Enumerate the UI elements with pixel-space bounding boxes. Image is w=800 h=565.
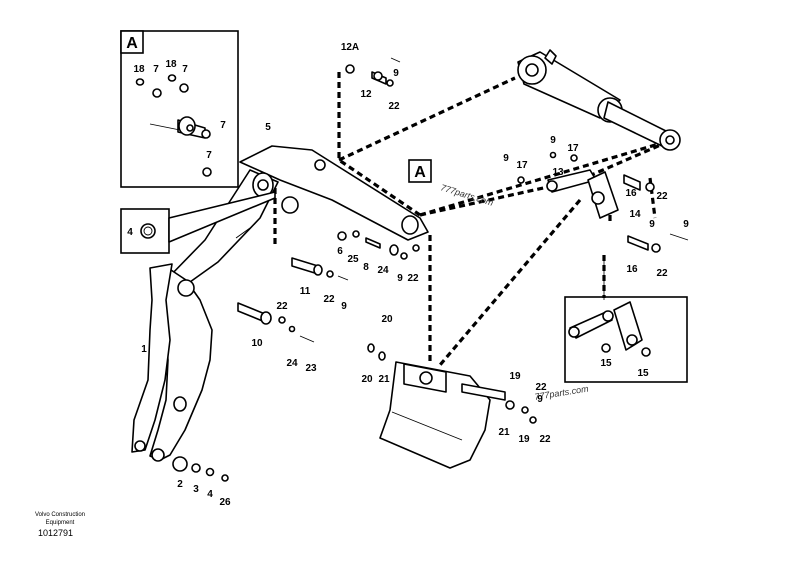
label-7b: 7 bbox=[182, 64, 188, 75]
inset-a: A 18 7 18 7 7 7 bbox=[120, 30, 239, 188]
label-24b: 24 bbox=[286, 358, 298, 369]
label-16b: 16 bbox=[626, 264, 638, 275]
label-9e: 9 bbox=[683, 219, 689, 230]
watermark-top: 777parts.com bbox=[439, 182, 495, 208]
label-15a: 15 bbox=[600, 358, 612, 369]
label-20a: 20 bbox=[381, 314, 393, 325]
label-5: 5 bbox=[265, 122, 271, 133]
document-number: 1012791 bbox=[38, 528, 74, 538]
label-26: 26 bbox=[219, 497, 231, 508]
label-17a: 17 bbox=[516, 160, 528, 171]
label-21a: 21 bbox=[378, 374, 390, 385]
inset-a-label: A bbox=[126, 35, 138, 52]
connection-lines bbox=[183, 72, 673, 367]
label-9f: 9 bbox=[397, 273, 403, 284]
label-22f: 22 bbox=[276, 301, 288, 312]
inset-link bbox=[564, 255, 688, 383]
bucket bbox=[367, 343, 537, 469]
hydraulic-cylinder bbox=[517, 49, 681, 151]
label-9d: 9 bbox=[649, 219, 655, 230]
label-7a: 7 bbox=[153, 64, 159, 75]
pin-11-group bbox=[291, 257, 349, 281]
label-22c: 22 bbox=[656, 268, 668, 279]
label-22e: 22 bbox=[323, 294, 335, 305]
label-19a: 19 bbox=[509, 371, 521, 382]
label-6: 6 bbox=[337, 246, 343, 257]
link-group bbox=[517, 151, 689, 253]
label-3: 3 bbox=[193, 484, 199, 495]
label-20b: 20 bbox=[361, 374, 373, 385]
label-22a: 22 bbox=[388, 101, 400, 112]
callout-a-label: A bbox=[414, 164, 426, 181]
label-12: 12 bbox=[360, 89, 372, 100]
label-7c: 7 bbox=[220, 120, 226, 131]
bottom-pin-group bbox=[172, 456, 229, 482]
label-4b: 4 bbox=[207, 489, 213, 500]
label-9b: 9 bbox=[503, 153, 509, 164]
label-18b: 18 bbox=[165, 59, 177, 70]
label-7d: 7 bbox=[206, 150, 212, 161]
label-9a: 9 bbox=[393, 68, 399, 79]
brand-line-2: Equipment bbox=[45, 520, 75, 526]
label-9c: 9 bbox=[550, 135, 556, 146]
label-11: 11 bbox=[300, 286, 311, 297]
label-8: 8 bbox=[363, 262, 369, 273]
label-10: 10 bbox=[251, 338, 263, 349]
label-1: 1 bbox=[141, 344, 147, 355]
label-4: 4 bbox=[127, 227, 133, 238]
label-12A: 12A bbox=[341, 42, 359, 53]
label-22b: 22 bbox=[656, 191, 668, 202]
middle-pin-group bbox=[337, 230, 420, 260]
pin-12-group bbox=[345, 57, 401, 87]
label-24a: 24 bbox=[377, 265, 389, 276]
label-23: 23 bbox=[305, 363, 317, 374]
brand-line-1: Volvo Construction bbox=[34, 512, 86, 518]
label-13: 13 bbox=[552, 167, 564, 178]
pin-10-group bbox=[237, 302, 315, 343]
label-21b: 21 bbox=[498, 427, 510, 438]
brand-caption: Volvo Construction Equipment bbox=[20, 511, 100, 527]
label-18a: 18 bbox=[133, 64, 145, 75]
label-22g: 22 bbox=[535, 382, 547, 393]
callout-a: A bbox=[408, 159, 432, 183]
label-22h: 22 bbox=[539, 434, 551, 445]
label-19b: 19 bbox=[518, 434, 530, 445]
label-17b: 17 bbox=[567, 143, 579, 154]
label-2: 2 bbox=[177, 479, 183, 490]
label-16a: 16 bbox=[625, 188, 637, 199]
label-22d: 22 bbox=[407, 273, 419, 284]
washer-callout bbox=[120, 191, 276, 254]
label-9g: 9 bbox=[341, 301, 347, 312]
label-9h: 9 bbox=[537, 394, 543, 405]
label-15b: 15 bbox=[637, 368, 649, 379]
label-14: 14 bbox=[629, 209, 641, 220]
inset-parts bbox=[135, 74, 212, 177]
label-25: 25 bbox=[347, 254, 359, 265]
